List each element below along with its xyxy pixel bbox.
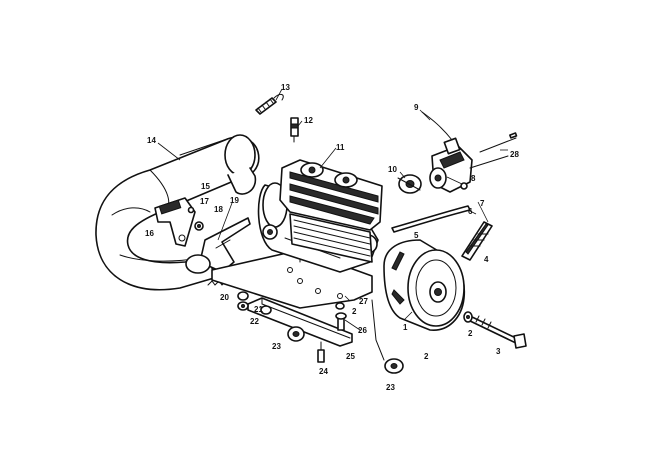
callout-labels: 1 2 2 2 3 4 5 6 7 8 9 10 11 12 13 14 15 … bbox=[145, 83, 519, 392]
rubber-mount-left bbox=[287, 326, 305, 342]
mount-rail bbox=[247, 297, 353, 347]
center-nut bbox=[335, 302, 345, 310]
callout-12: 12 bbox=[304, 116, 313, 125]
exhaust-mount-arm bbox=[185, 217, 251, 274]
fuel-line bbox=[391, 205, 471, 233]
cylinder-head bbox=[279, 159, 383, 231]
callout-23: 23 bbox=[272, 342, 281, 351]
callout-4: 4 bbox=[484, 255, 489, 264]
callout-15: 15 bbox=[201, 182, 210, 191]
callout-2: 2 bbox=[352, 307, 357, 316]
callout-9: 9 bbox=[414, 103, 419, 112]
callout-7: 7 bbox=[480, 199, 485, 208]
callout-8: 8 bbox=[471, 174, 476, 183]
carburetor bbox=[421, 111, 509, 193]
cylinder-fins bbox=[289, 213, 373, 263]
callout-14: 14 bbox=[147, 136, 156, 145]
callout-10: 10 bbox=[388, 165, 397, 174]
callout-20: 20 bbox=[220, 293, 229, 302]
callout-1: 1 bbox=[403, 323, 408, 332]
callout-2: 2 bbox=[424, 352, 429, 361]
intake-adapter bbox=[397, 174, 422, 194]
spark-plug bbox=[290, 117, 299, 143]
callout-13: 13 bbox=[281, 83, 290, 92]
bolt-washer bbox=[463, 311, 473, 323]
callout-27: 27 bbox=[359, 297, 368, 306]
exhaust-bracket bbox=[154, 197, 196, 247]
callout-25: 25 bbox=[346, 352, 355, 361]
callout-23: 23 bbox=[386, 383, 395, 392]
rubber-mount-right bbox=[371, 299, 404, 374]
flywheel-bolt bbox=[467, 315, 527, 349]
mount-bolt bbox=[317, 341, 325, 363]
mount-nuts bbox=[237, 291, 272, 315]
callout-5: 5 bbox=[414, 231, 419, 240]
callout-18: 18 bbox=[214, 205, 223, 214]
leader-lines bbox=[157, 88, 508, 331]
callout-3: 3 bbox=[496, 347, 501, 356]
flywheel-magneto bbox=[383, 239, 466, 331]
callout-16: 16 bbox=[145, 229, 154, 238]
plug-spring bbox=[255, 93, 284, 115]
callout-19: 19 bbox=[230, 196, 239, 205]
callout-26: 26 bbox=[358, 326, 367, 335]
mount-stud bbox=[335, 312, 347, 331]
callout-17: 17 bbox=[200, 197, 209, 206]
callout-11: 11 bbox=[336, 143, 345, 152]
exhaust-spring bbox=[207, 280, 227, 286]
callout-2: 2 bbox=[468, 329, 473, 338]
callout-21: 21 bbox=[254, 305, 263, 314]
callout-6: 6 bbox=[468, 207, 473, 216]
callout-22: 22 bbox=[250, 317, 259, 326]
bracket-fasteners bbox=[187, 206, 204, 231]
throttle-cable bbox=[479, 132, 518, 153]
exhaust-muffler bbox=[95, 134, 260, 291]
callout-28: 28 bbox=[510, 150, 519, 159]
reed-strip bbox=[461, 221, 493, 261]
callout-24: 24 bbox=[319, 367, 328, 376]
